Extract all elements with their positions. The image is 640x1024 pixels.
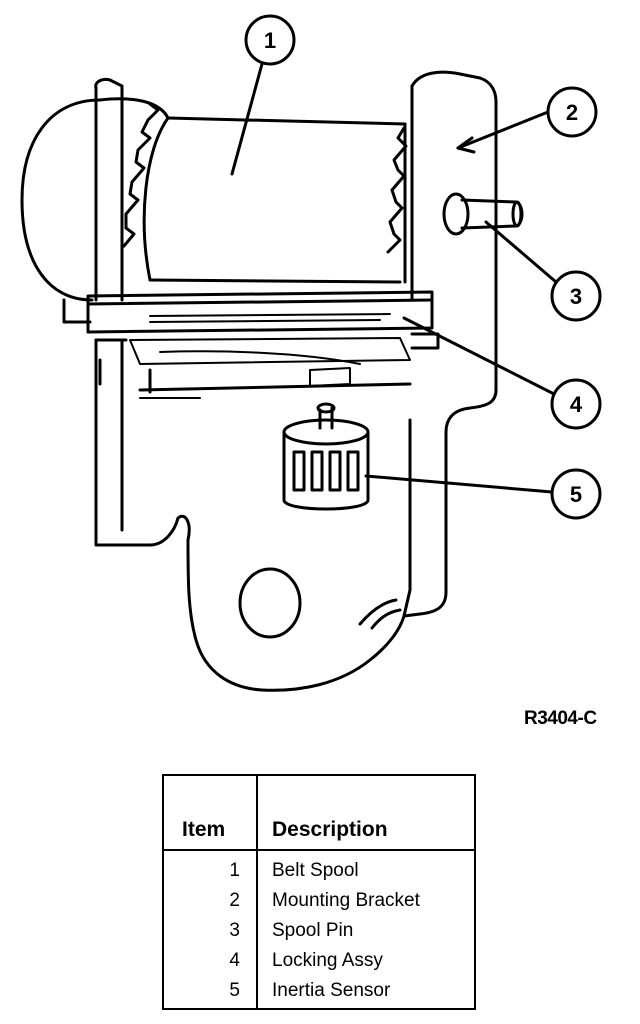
figure-id-label: R3404-C — [524, 708, 597, 729]
table-row: 2 Mounting Bracket — [164, 890, 474, 920]
mounting-bracket — [186, 70, 498, 692]
spool-pin — [442, 192, 524, 236]
row-item: 5 — [229, 980, 240, 1001]
header-item: Item — [182, 818, 226, 841]
svg-text:2: 2 — [566, 100, 578, 125]
inertia-sensor — [282, 402, 370, 511]
row-item: 1 — [229, 860, 240, 881]
callout-5: 5 — [364, 468, 602, 520]
table-row: 1 Belt Spool — [164, 860, 474, 890]
header-description: Description — [272, 818, 388, 841]
svg-text:5: 5 — [570, 482, 582, 507]
left-frame-plate — [94, 78, 191, 547]
spool-end-cap — [20, 97, 170, 324]
seat-belt-retractor-diagram: 1 2 3 4 5 — [20, 14, 602, 692]
belt-spool-drum — [142, 116, 407, 284]
row-item: 2 — [229, 890, 240, 911]
callout-2: 2 — [456, 86, 598, 154]
svg-text:4: 4 — [570, 392, 583, 417]
row-item: 4 — [229, 950, 240, 971]
row-description: Belt Spool — [272, 860, 359, 881]
legend-table: Item Description 1 Belt Spool 2 Mounting… — [162, 774, 476, 1010]
row-description: Mounting Bracket — [272, 890, 420, 911]
table-row: 4 Locking Assy — [164, 950, 474, 980]
table-header-divider — [164, 849, 474, 851]
table-column-divider — [256, 776, 258, 1008]
row-item: 3 — [229, 920, 240, 941]
row-description: Spool Pin — [272, 920, 354, 941]
svg-text:1: 1 — [264, 28, 276, 53]
svg-text:3: 3 — [570, 284, 582, 309]
row-description: Inertia Sensor — [272, 980, 391, 1001]
table-row: 5 Inertia Sensor — [164, 980, 474, 1010]
callout-3: 3 — [484, 220, 602, 322]
callout-1: 1 — [230, 14, 296, 176]
callout-4: 4 — [402, 316, 602, 430]
locking-assembly — [86, 290, 440, 399]
row-description: Locking Assy — [272, 950, 383, 971]
table-row: 3 Spool Pin — [164, 920, 474, 950]
